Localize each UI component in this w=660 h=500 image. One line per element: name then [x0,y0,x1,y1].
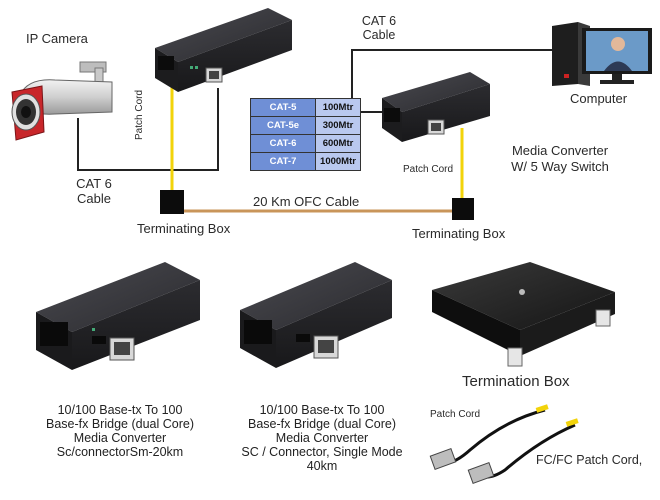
cable-type-cell: CAT-5e [250,116,316,135]
cat6-cable-label-left-1: CAT 6 [76,176,112,191]
ip-camera-icon [11,61,113,141]
cat6-cable-label-top-2: Cable [362,28,396,42]
table-row: CAT-5e 300Mtr [250,116,361,135]
cable-length-cell: 100Mtr [315,98,361,117]
caption-middle-line: 10/100 Base-tx To 100 [259,403,385,417]
caption-middle-line: SC / Connector, Single Mode [241,445,403,459]
patch-cord-small-label: Patch Cord [430,409,481,420]
media-converter-bottom-middle [240,262,392,368]
caption-middle-line: 40km [306,459,338,473]
media-converter-top-left [155,8,292,92]
ip-camera-label: IP Camera [26,31,88,46]
cable-length-table: CAT-5 100Mtr CAT-5e 300Mtr CAT-6 600Mtr … [250,98,361,171]
cat6-cable-label-left-2: Cable [77,191,111,206]
terminating-box-right [452,198,474,220]
terminating-box-label-right: Terminating Box [412,226,506,241]
caption-middle: 10/100 Base-tx To 100 Base-fx Bridge (du… [222,403,422,473]
computer-label: Computer [570,91,628,106]
table-row: CAT-7 1000Mtr [250,152,361,171]
cat6-cable-label-top-1: CAT 6 [361,14,397,28]
media-converter-label-2: W/ 5 Way Switch [511,159,609,174]
patch-cord-label-left: Patch Cord [134,89,145,140]
terminating-box-left [160,190,184,214]
fc-patch-cord-icon [429,404,579,484]
caption-left-line: Media Converter [73,431,167,445]
computer-icon [552,22,652,86]
media-converter-top-right [382,72,490,142]
termination-box-label: Termination Box [462,373,570,390]
caption-middle-line: Media Converter [275,431,369,445]
cable-type-cell: CAT-5 [250,98,316,117]
cable-type-cell: CAT-7 [250,152,316,171]
media-converter-label-1: Media Converter [511,143,609,158]
ofc-cable-label: 20 Km OFC Cable [253,194,360,209]
caption-right: FC/FC Patch Cord, [536,453,643,467]
termination-box-icon [432,262,615,367]
cable-type-cell: CAT-6 [250,134,316,153]
caption-left: 10/100 Base-tx To 100 Base-fx Bridge (du… [20,403,220,459]
cat6-cable-camera [77,88,219,171]
patch-cord-label-right: Patch Cord [403,164,454,175]
caption-left-line: 10/100 Base-tx To 100 [57,403,183,417]
caption-middle-line: Base-fx Bridge (dual Core) [248,417,396,431]
table-row: CAT-6 600Mtr [250,134,361,153]
cable-length-cell: 600Mtr [315,134,361,153]
media-converter-bottom-left [36,262,200,370]
caption-left-line: Base-fx Bridge (dual Core) [46,417,194,431]
caption-left-line: Sc/connectorSm-20km [56,445,184,459]
cable-length-cell: 1000Mtr [315,152,361,171]
table-row: CAT-5 100Mtr [250,98,361,117]
cable-length-cell: 300Mtr [315,116,361,135]
terminating-box-label-left: Terminating Box [137,221,231,236]
